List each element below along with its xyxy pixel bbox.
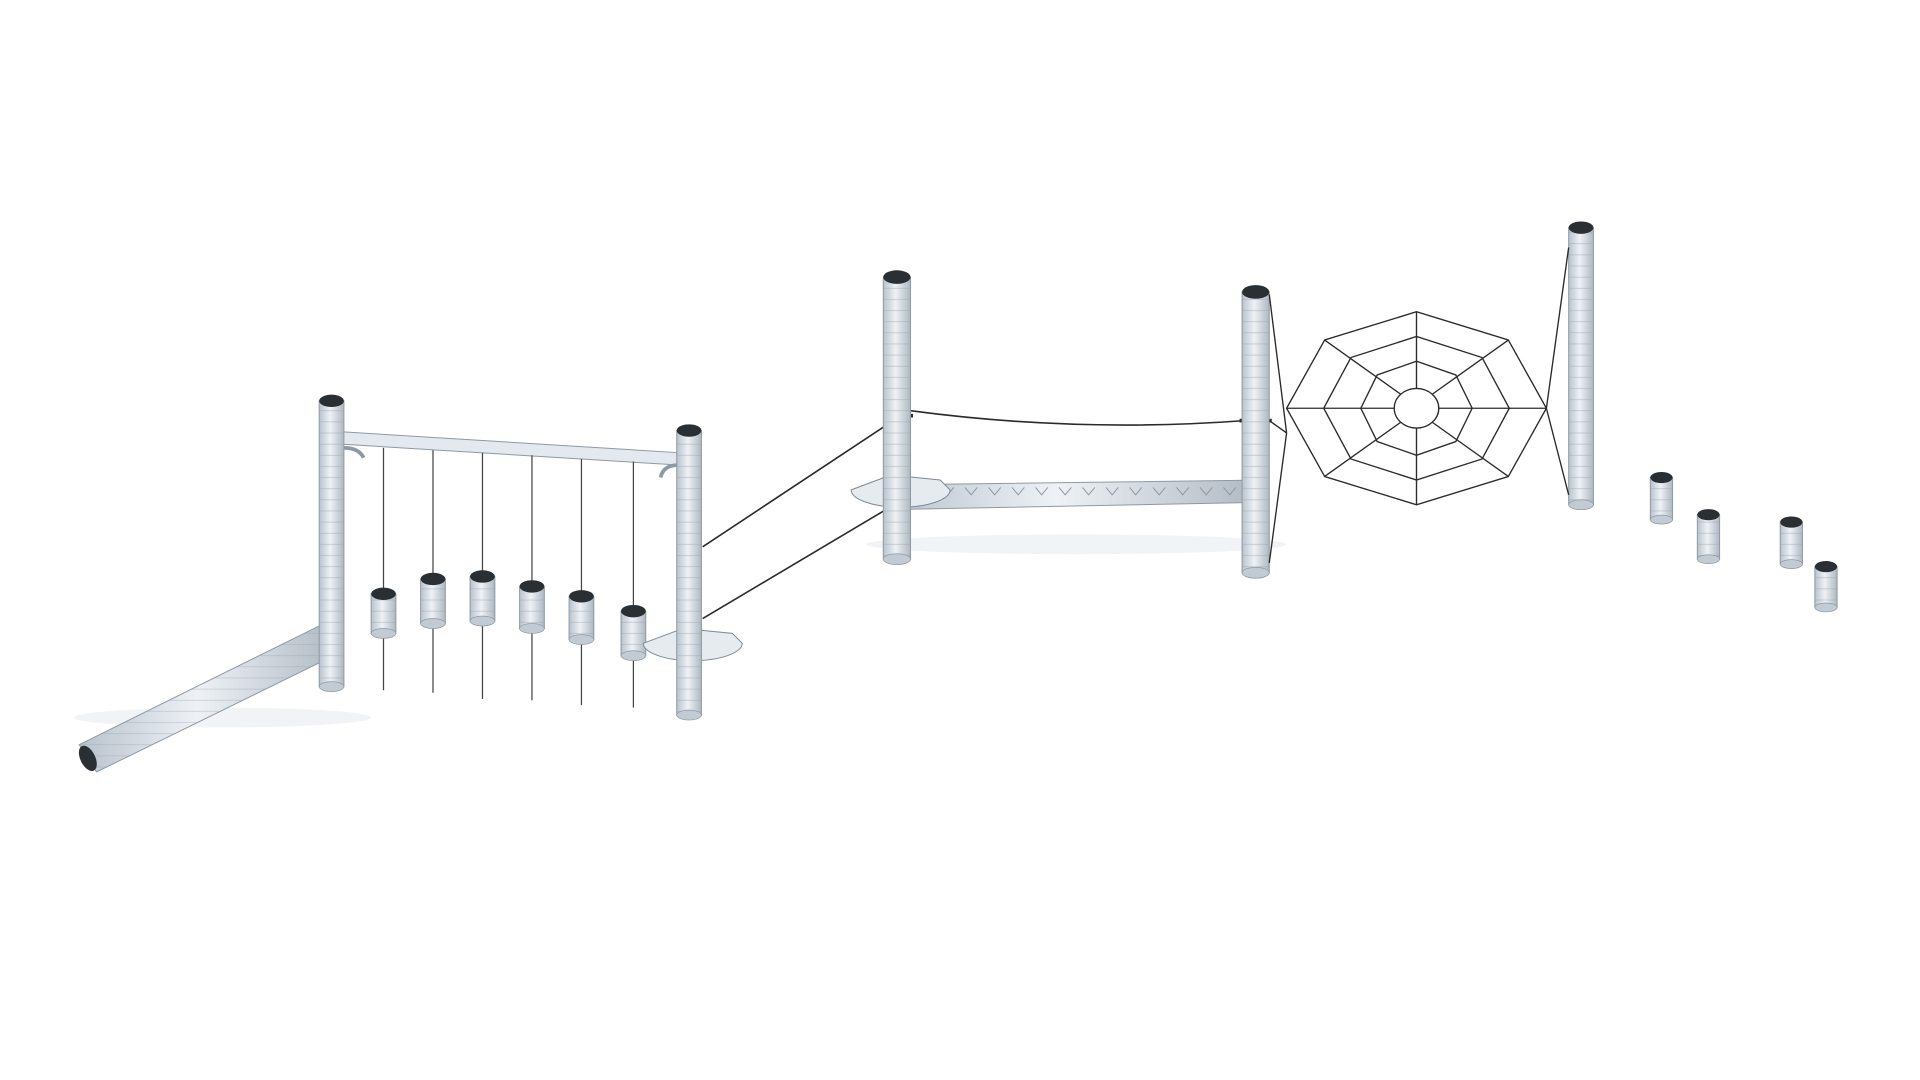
net-anchor-rope <box>1268 294 1288 434</box>
beam-notch <box>1223 487 1237 496</box>
beam-notch <box>1035 487 1049 496</box>
post <box>318 394 345 692</box>
hanging-cylinder <box>370 587 397 639</box>
net-spoke <box>1324 339 1402 395</box>
crossbar <box>340 431 681 479</box>
net-anchor-rope <box>1268 420 1287 434</box>
beam-notch <box>1082 487 1096 496</box>
spider-net <box>1268 247 1570 563</box>
net-spoke <box>1324 421 1402 478</box>
beam-notch <box>1011 487 1025 496</box>
hanging-stepping-cylinders <box>370 447 647 708</box>
post <box>1568 221 1594 511</box>
posts <box>318 221 1594 721</box>
beam-notch <box>1199 487 1213 496</box>
net-anchor-rope <box>1268 432 1288 563</box>
post <box>882 270 912 565</box>
hanging-cylinder <box>568 590 595 645</box>
stump <box>1814 561 1838 613</box>
beam-notch <box>1105 487 1119 496</box>
stepping-stumps <box>1649 471 1838 613</box>
net-spoke <box>1431 421 1509 478</box>
net-anchor-rope <box>1545 408 1570 496</box>
post <box>676 424 702 721</box>
beam-notch <box>988 487 1002 496</box>
beam-notch <box>1129 487 1143 496</box>
hanging-cylinder <box>519 580 545 634</box>
net-spoke <box>1431 339 1509 395</box>
tunnel-log <box>78 624 343 773</box>
stump <box>1649 471 1674 525</box>
beam-notch <box>1058 487 1072 496</box>
hanging-cylinder <box>620 604 647 661</box>
rope-traverse <box>702 409 1272 620</box>
post <box>1241 285 1270 579</box>
net-center-ring <box>1393 387 1440 429</box>
beam-notch <box>1176 487 1190 496</box>
beam-notch <box>964 487 978 496</box>
net-anchor-rope <box>1545 247 1570 409</box>
stump <box>1779 516 1803 569</box>
beam-notch <box>1152 487 1166 496</box>
hanging-cylinder <box>469 570 496 627</box>
hanging-cylinder <box>420 572 446 629</box>
stump <box>1696 509 1721 564</box>
